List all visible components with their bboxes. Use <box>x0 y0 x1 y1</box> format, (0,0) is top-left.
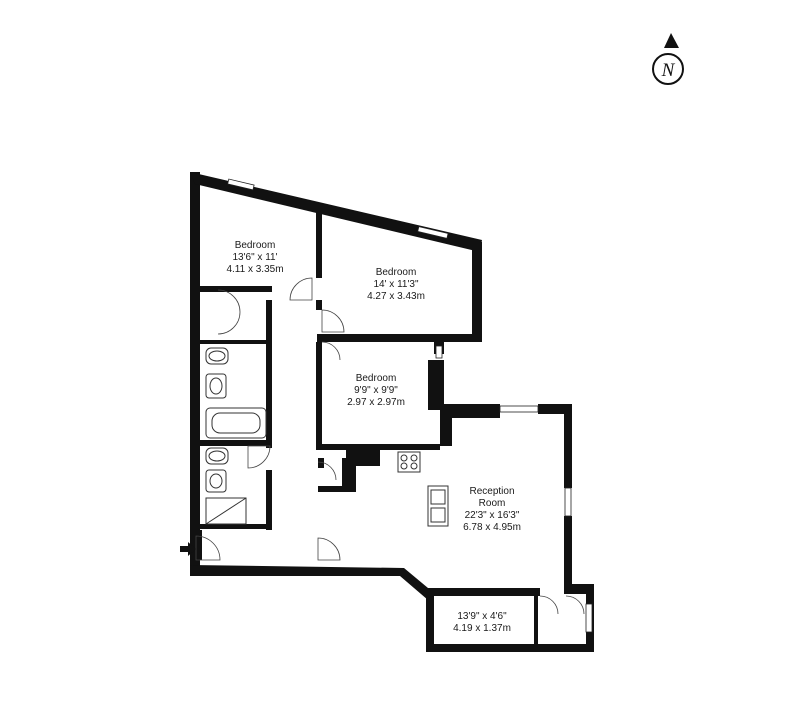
doors <box>195 277 585 615</box>
room-imperial: 13'9" x 4'6" <box>457 611 507 622</box>
room-metric: 6.78 x 4.95m <box>463 522 521 533</box>
room-imperial: 14' x 11'3" <box>374 279 419 290</box>
room-bedroom-2: Bedroom 14' x 11'3" 4.27 x 3.43m <box>367 267 425 302</box>
room-reception: Reception Room 22'3" x 16'3" 6.78 x 4.95… <box>463 486 521 533</box>
room-imperial: 9'9" x 9'9" <box>354 385 398 396</box>
room-balcony: 13'9" x 4'6" 4.19 x 1.37m <box>453 611 511 634</box>
north-arrow-icon <box>664 33 679 48</box>
room-imperial: 22'3" x 16'3" <box>465 510 520 521</box>
room-metric: 4.19 x 1.37m <box>453 623 511 634</box>
compass: N <box>652 33 684 85</box>
compass-letter: N <box>661 60 676 81</box>
compass-ring <box>652 53 684 85</box>
hob-icon <box>397 451 421 473</box>
room-name: Bedroom <box>376 267 417 278</box>
room-name: Reception <box>469 486 514 497</box>
room-bedroom-1: Bedroom 13'6" x 11' 4.11 x 3.35m <box>226 240 283 275</box>
room-name-line-2: Room <box>479 498 506 509</box>
toilet-icon <box>205 447 229 465</box>
windows <box>227 178 593 633</box>
room-imperial: 13'6" x 11' <box>233 252 278 263</box>
toilet-icon <box>205 347 229 365</box>
entrance-arrow-icon <box>180 542 196 556</box>
room-metric: 2.97 x 2.97m <box>347 397 405 408</box>
bathtub-icon <box>205 407 267 439</box>
room-metric: 4.27 x 3.43m <box>367 291 425 302</box>
kitchen-sink-icon <box>427 485 449 527</box>
room-name: Bedroom <box>356 373 397 384</box>
basin-icon <box>205 373 227 399</box>
basin-icon <box>205 469 227 493</box>
shower-tray-icon <box>205 497 247 525</box>
fixtures <box>205 347 449 527</box>
room-name: Bedroom <box>235 240 276 251</box>
room-metric: 4.11 x 3.35m <box>226 264 283 275</box>
room-bedroom-3: Bedroom 9'9" x 9'9" 2.97 x 2.97m <box>347 373 405 408</box>
walls <box>190 172 594 652</box>
